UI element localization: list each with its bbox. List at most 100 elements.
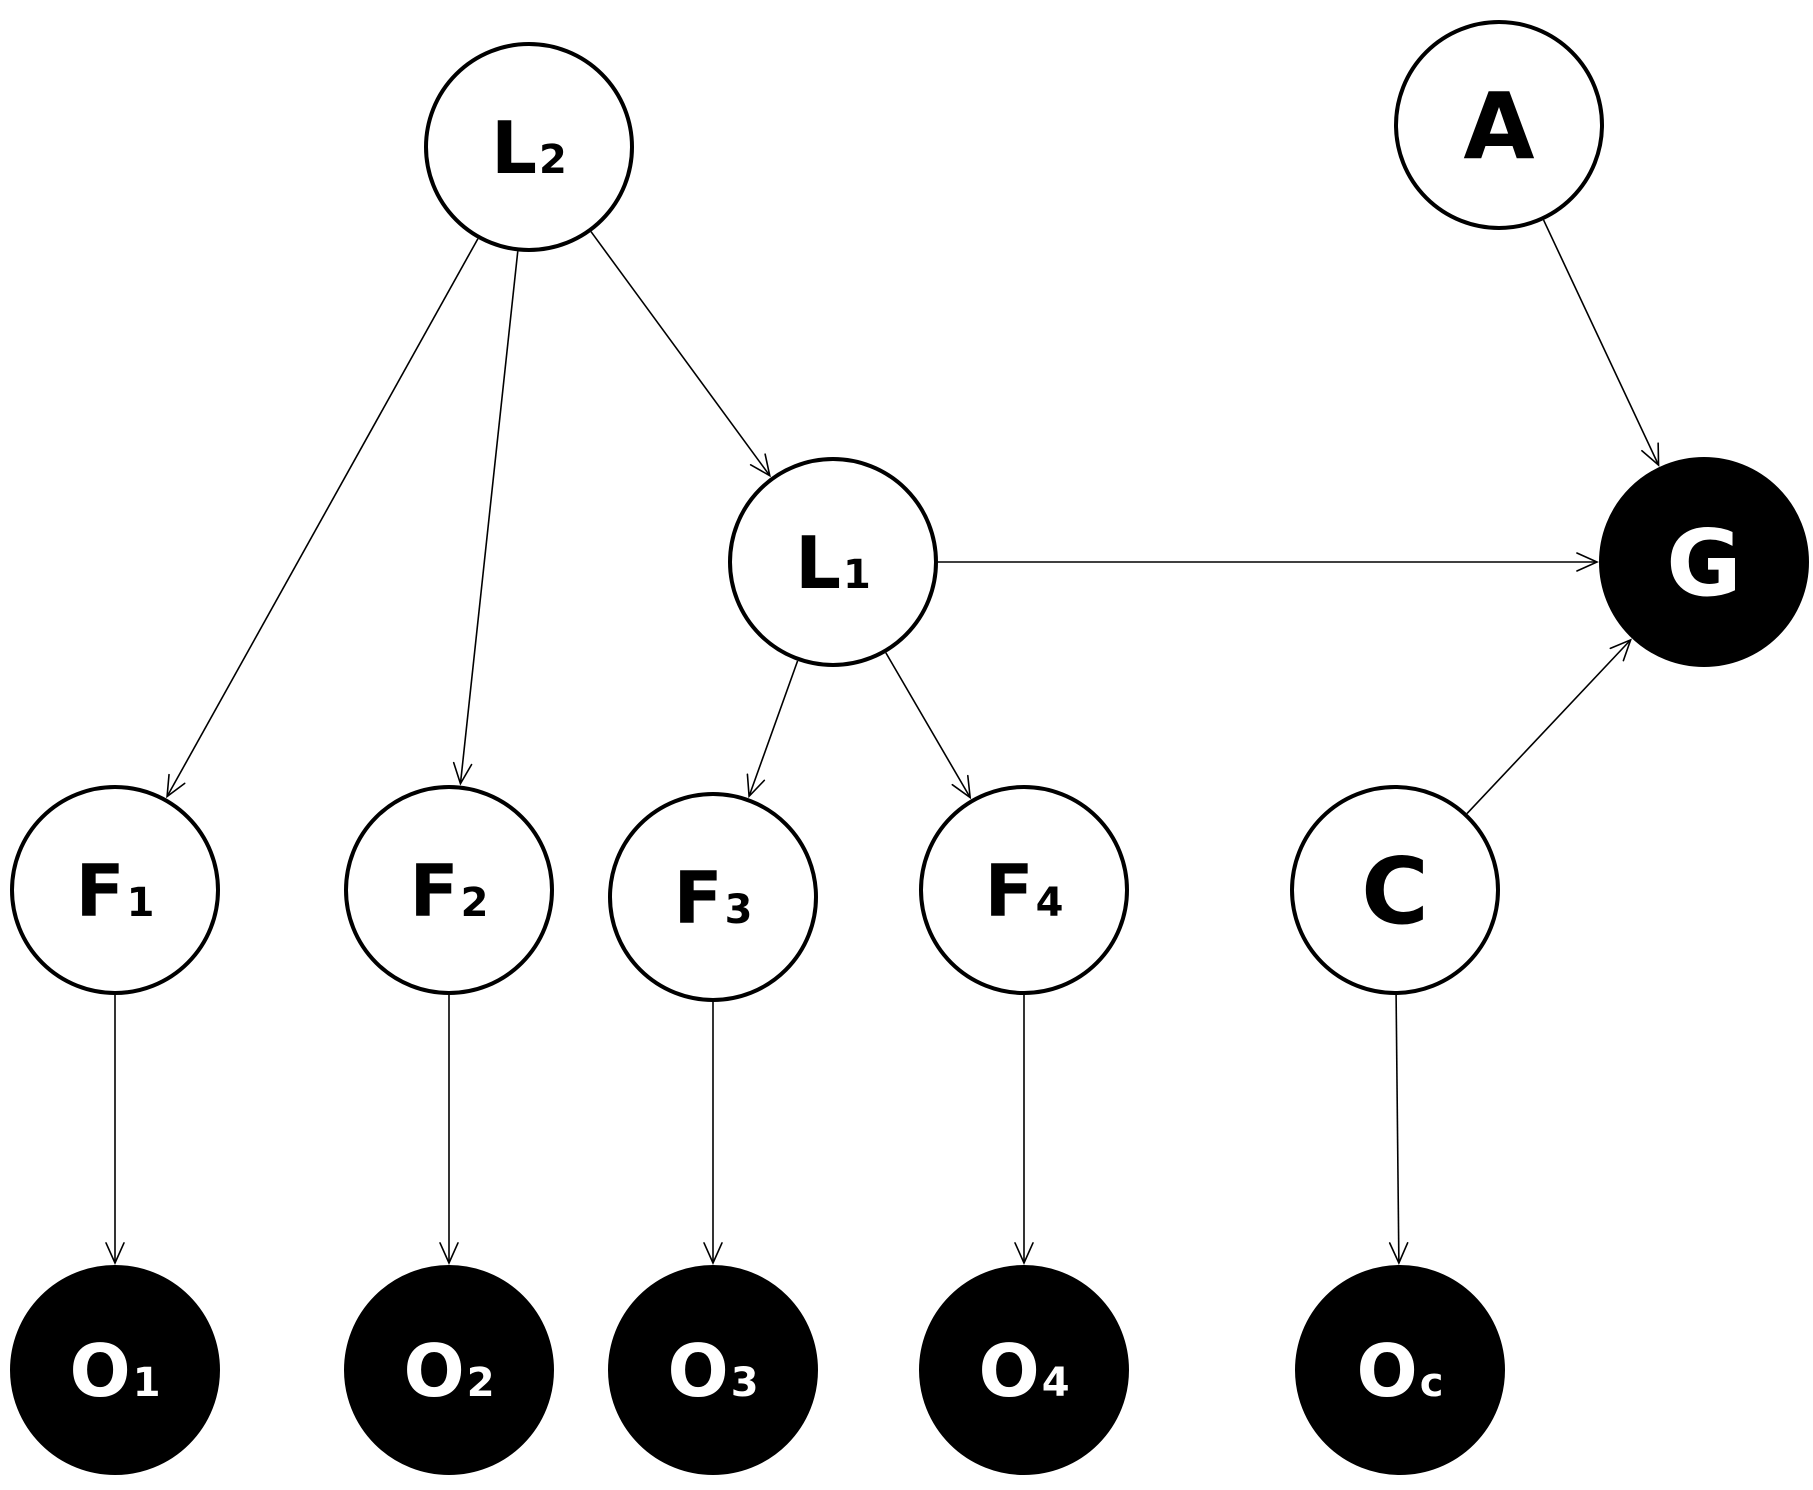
edge-l2-to-f1 [166, 238, 479, 799]
node-circle [728, 457, 938, 667]
node-label-main: F [409, 849, 458, 933]
arrowhead [1641, 442, 1660, 467]
edge-line [1395, 994, 1400, 1264]
arrowhead [1388, 1242, 1409, 1265]
arrowhead [105, 1242, 125, 1265]
node-label-subscript: 2 [461, 880, 489, 926]
node-label-main: L [491, 106, 537, 190]
node-f4-latent: F4 [919, 785, 1129, 995]
node-circle [608, 792, 818, 1002]
node-l2-latent: L2 [424, 42, 634, 252]
node-circle [1290, 785, 1500, 995]
edge-a-to-g [1542, 219, 1660, 467]
arrowhead [1576, 552, 1599, 572]
arrowhead [746, 773, 766, 799]
node-label-subscript: c [1420, 1360, 1444, 1406]
arrowhead [1609, 638, 1632, 662]
node-circle [919, 785, 1129, 995]
node-label-main: L [795, 521, 841, 605]
edge-line [590, 231, 771, 477]
node-o2-observed: O2 [344, 1265, 554, 1475]
node-c-latent: C [1290, 785, 1500, 995]
node-label-main: O [403, 1329, 464, 1413]
node-label-main: O [667, 1329, 728, 1413]
edge-l1-to-g [938, 552, 1599, 572]
node-label: O1 [69, 1329, 160, 1413]
edge-line [1466, 639, 1632, 815]
node-oc-observed: Oc [1295, 1265, 1505, 1475]
node-a-latent: A [1394, 20, 1604, 230]
node-label: F2 [409, 849, 488, 933]
arrowhead [439, 1242, 459, 1265]
node-label: L1 [795, 521, 871, 605]
edge-l1-to-f4 [885, 652, 972, 800]
node-label-main: O [69, 1329, 130, 1413]
edge-l2-to-l1 [590, 231, 771, 478]
node-circle [608, 1265, 818, 1475]
node-circle [1295, 1265, 1505, 1475]
node-circle [344, 1265, 554, 1475]
node-o1-observed: O1 [10, 1265, 220, 1475]
edge-line [885, 652, 971, 798]
node-label-main: O [978, 1329, 1039, 1413]
node-circle [344, 785, 554, 995]
node-f3-latent: F3 [608, 792, 818, 1002]
node-label: L2 [491, 106, 567, 190]
node-label-subscript: 2 [467, 1360, 495, 1406]
edge-line [748, 660, 799, 797]
node-label: O4 [978, 1329, 1069, 1413]
node-label-subscript: 3 [725, 887, 753, 933]
node-label-subscript: 1 [127, 880, 155, 926]
node-label: G [1666, 510, 1742, 617]
node-label-subscript: 2 [539, 137, 567, 183]
edge-f3-to-o3 [703, 1002, 723, 1265]
node-circle [424, 42, 634, 252]
arrowhead [452, 761, 473, 786]
node-label-subscript: 1 [843, 552, 871, 598]
node-label-subscript: 4 [1036, 880, 1064, 926]
node-label-subscript: 4 [1042, 1360, 1070, 1406]
node-label: O2 [403, 1329, 494, 1413]
edges-layer [105, 219, 1660, 1265]
arrowhead [703, 1242, 723, 1265]
edge-c-to-g [1466, 638, 1632, 815]
node-label-main: F [984, 849, 1033, 933]
arrowhead [166, 773, 186, 799]
node-label-subscript: 3 [731, 1360, 759, 1406]
node-g-observed: G [1599, 457, 1809, 667]
edge-line [166, 238, 479, 797]
node-label: F1 [75, 849, 154, 933]
node-label-main: A [1463, 73, 1534, 180]
node-circle [1599, 457, 1809, 667]
node-circle [10, 785, 220, 995]
node-circle [1394, 20, 1604, 230]
node-label-main: C [1361, 838, 1429, 945]
edge-l2-to-f2 [452, 251, 519, 786]
node-o3-observed: O3 [608, 1265, 818, 1475]
node-circle [10, 1265, 220, 1475]
node-label-subscript: 1 [133, 1360, 161, 1406]
node-o4-observed: O4 [919, 1265, 1129, 1475]
node-circle [919, 1265, 1129, 1475]
node-label-main: F [75, 849, 124, 933]
edge-f2-to-o2 [439, 995, 459, 1265]
arrowhead [1014, 1242, 1034, 1265]
edge-l1-to-f3 [746, 660, 799, 799]
node-label: C [1361, 838, 1429, 945]
node-label: Oc [1357, 1329, 1444, 1413]
node-f1-latent: F1 [10, 785, 220, 995]
node-label-main: F [673, 856, 722, 940]
node-label: A [1463, 73, 1534, 180]
node-label: F3 [673, 856, 752, 940]
node-f2-latent: F2 [344, 785, 554, 995]
node-l1-latent: L1 [728, 457, 938, 667]
edge-c-to-oc [1388, 994, 1409, 1265]
node-label-main: O [1357, 1329, 1418, 1413]
arrowhead [749, 453, 771, 478]
arrowhead [951, 774, 972, 800]
edge-f1-to-o1 [105, 995, 125, 1265]
edge-f4-to-o4 [1014, 995, 1034, 1265]
node-label-main: G [1666, 510, 1742, 617]
